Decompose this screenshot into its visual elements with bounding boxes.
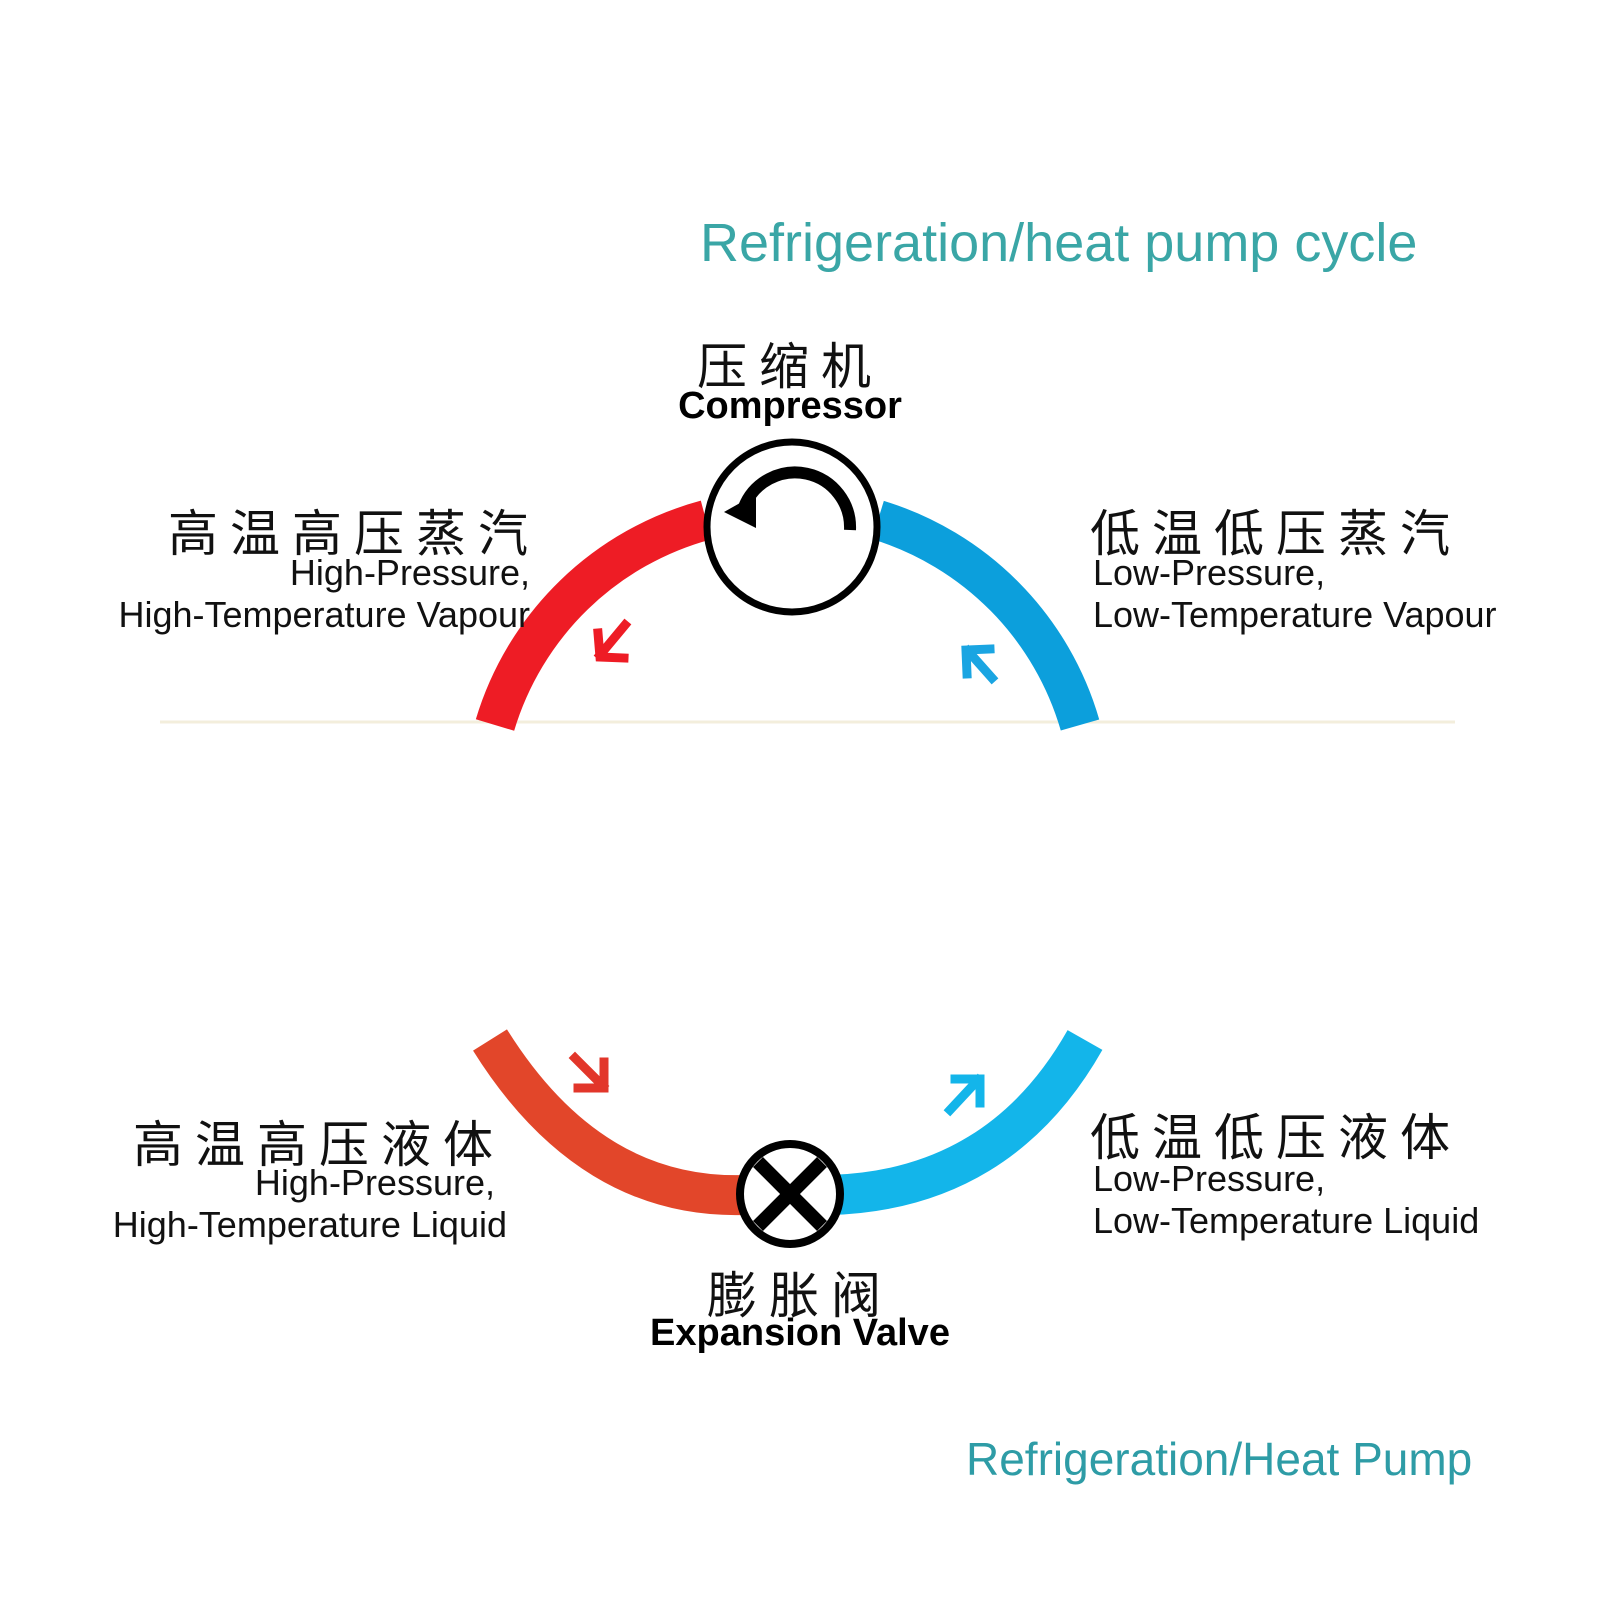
hp-ht-vapour-label-cn: 高温高压蒸汽: [168, 505, 540, 563]
flow-arrow-icon: [943, 1073, 985, 1117]
lp-lt-liquid-label-en-1: Low-Pressure,: [1093, 1158, 1326, 1199]
expansion-valve-label-cn: 膨胀阀: [707, 1267, 893, 1325]
flow-arrow-icon: [961, 644, 999, 685]
hp-ht-vapour-label-en-1: High-Pressure,: [289, 552, 530, 593]
lp-lt-vapour-label-cn: 低温低压蒸汽: [1090, 505, 1462, 563]
lp-lt-vapour-label-en-2: Low-Temperature Vapour: [1093, 594, 1497, 635]
rotate-arrow-icon: [738, 466, 857, 531]
diagram-title: Refrigeration/heat pump cycle: [700, 213, 1418, 273]
hot-vapour-pipe: [475, 500, 712, 731]
flow-arrow-icon: [568, 1051, 610, 1093]
expansion-valve-label-en: Expansion Valve: [650, 1312, 950, 1354]
compressor-label-en: Compressor: [678, 385, 902, 427]
lp-lt-vapour-label-en-1: Low-Pressure,: [1093, 552, 1326, 593]
lp-lt-liquid-label-en-2: Low-Temperature Liquid: [1093, 1200, 1480, 1241]
hp-ht-vapour-label-en-2: High-Temperature Vapour: [118, 594, 530, 635]
compressor-symbol: [703, 438, 881, 616]
expansion-valve-symbol: [736, 1140, 844, 1248]
lp-lt-liquid-label-cn: 低温低压液体: [1090, 1109, 1462, 1167]
cold-vapour-pipe: [871, 500, 1100, 731]
compressor-label-cn: 压缩机: [697, 338, 883, 396]
hp-ht-liquid-label-en-2: High-Temperature Liquid: [112, 1204, 507, 1245]
cold-liquid-pipe: [829, 1030, 1103, 1215]
flow-arrow-icon: [593, 618, 632, 663]
hot-liquid-pipe: [473, 1029, 746, 1216]
footer-caption: Refrigeration/Heat Pump: [966, 1433, 1473, 1485]
hp-ht-liquid-label-cn: 高温高压液体: [133, 1116, 505, 1174]
hp-ht-liquid-label-en-1: High-Pressure,: [254, 1162, 495, 1203]
